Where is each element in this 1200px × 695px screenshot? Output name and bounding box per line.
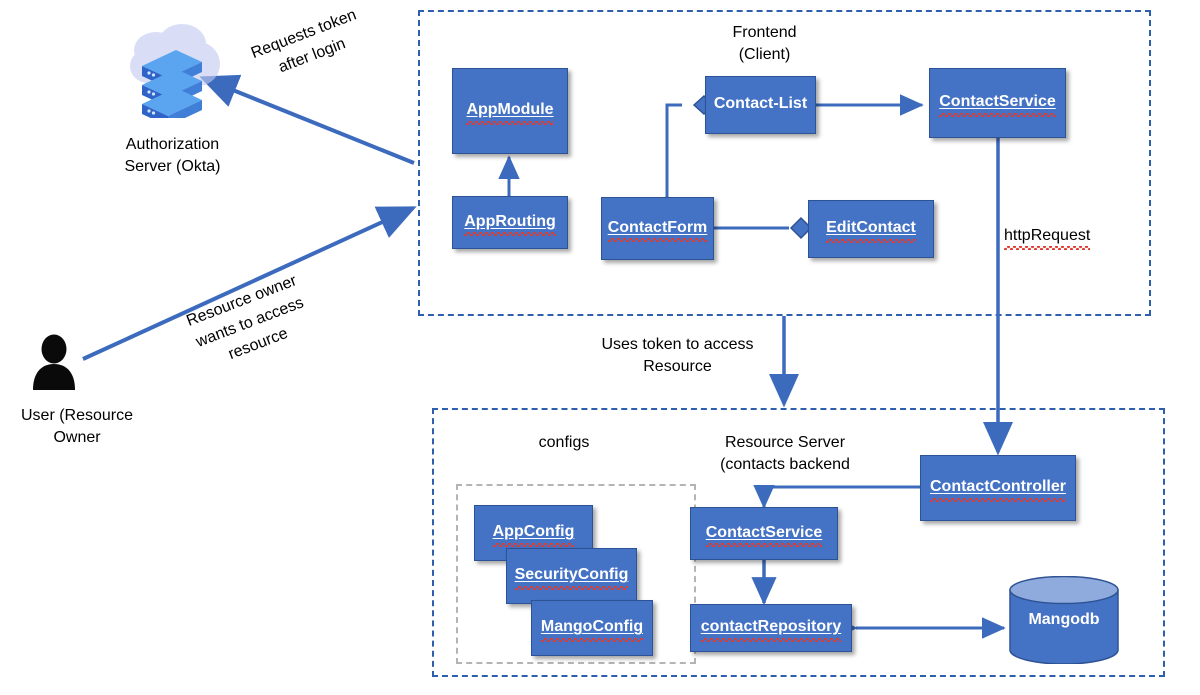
node-label: ContactService	[705, 524, 822, 548]
node-label: ContactForm	[607, 219, 707, 243]
node-contact-service-frontend[interactable]: ContactService	[929, 68, 1066, 138]
edge-label-uses-token: Uses token to access Resource	[601, 336, 754, 375]
node-label: Contact-List	[713, 95, 808, 113]
frontend-title: Frontend (Client)	[732, 24, 797, 63]
authorization-server-label: Authorization Server (Okta)	[124, 136, 221, 175]
frontend-client-region	[418, 10, 1151, 316]
node-label: SecurityConfig	[514, 566, 628, 591]
node-label: AppModule	[466, 101, 554, 126]
node-mango-config[interactable]: MangoConfig	[531, 600, 653, 656]
edge-label-resource-owner-access: Resource owner wants to access resource	[184, 272, 307, 364]
node-label: MangoConfig	[540, 618, 644, 643]
database-label: Mangodb	[1028, 611, 1100, 628]
node-label: ContactController	[930, 478, 1066, 503]
node-contact-list[interactable]: Contact-List	[705, 76, 816, 134]
node-label: EditContact	[826, 219, 916, 244]
node-contact-form[interactable]: ContactForm	[601, 197, 714, 260]
person-icon	[30, 334, 78, 390]
database-cylinder-icon[interactable]: Mangodb	[1008, 575, 1120, 665]
resource-server-region	[432, 408, 1165, 677]
backend-title: Resource Server (contacts backend	[720, 434, 850, 473]
node-app-module[interactable]: AppModule	[452, 68, 568, 154]
node-contact-controller[interactable]: ContactController	[920, 455, 1076, 521]
node-label: AppConfig	[492, 523, 574, 548]
node-label: contactRepository	[700, 618, 842, 643]
node-app-routing[interactable]: AppRouting	[452, 196, 568, 249]
node-edit-contact[interactable]: EditContact	[808, 200, 934, 258]
edge-label-http-request: httpRequest	[1004, 225, 1144, 250]
node-contact-repository[interactable]: contactRepository	[690, 604, 852, 652]
user-resource-owner-label: User (Resource Owner	[20, 407, 134, 446]
node-label: AppRouting	[464, 213, 556, 237]
node-app-config[interactable]: AppConfig	[474, 505, 593, 561]
cloud-server-icon	[120, 18, 224, 126]
edge-label-requests-token: Requests token after login	[248, 6, 359, 77]
node-label: ContactService	[939, 93, 1056, 118]
node-security-config[interactable]: SecurityConfig	[506, 548, 637, 604]
node-contact-service-backend[interactable]: ContactService	[690, 507, 838, 560]
configs-group	[456, 484, 696, 664]
configs-label: configs	[538, 434, 590, 451]
